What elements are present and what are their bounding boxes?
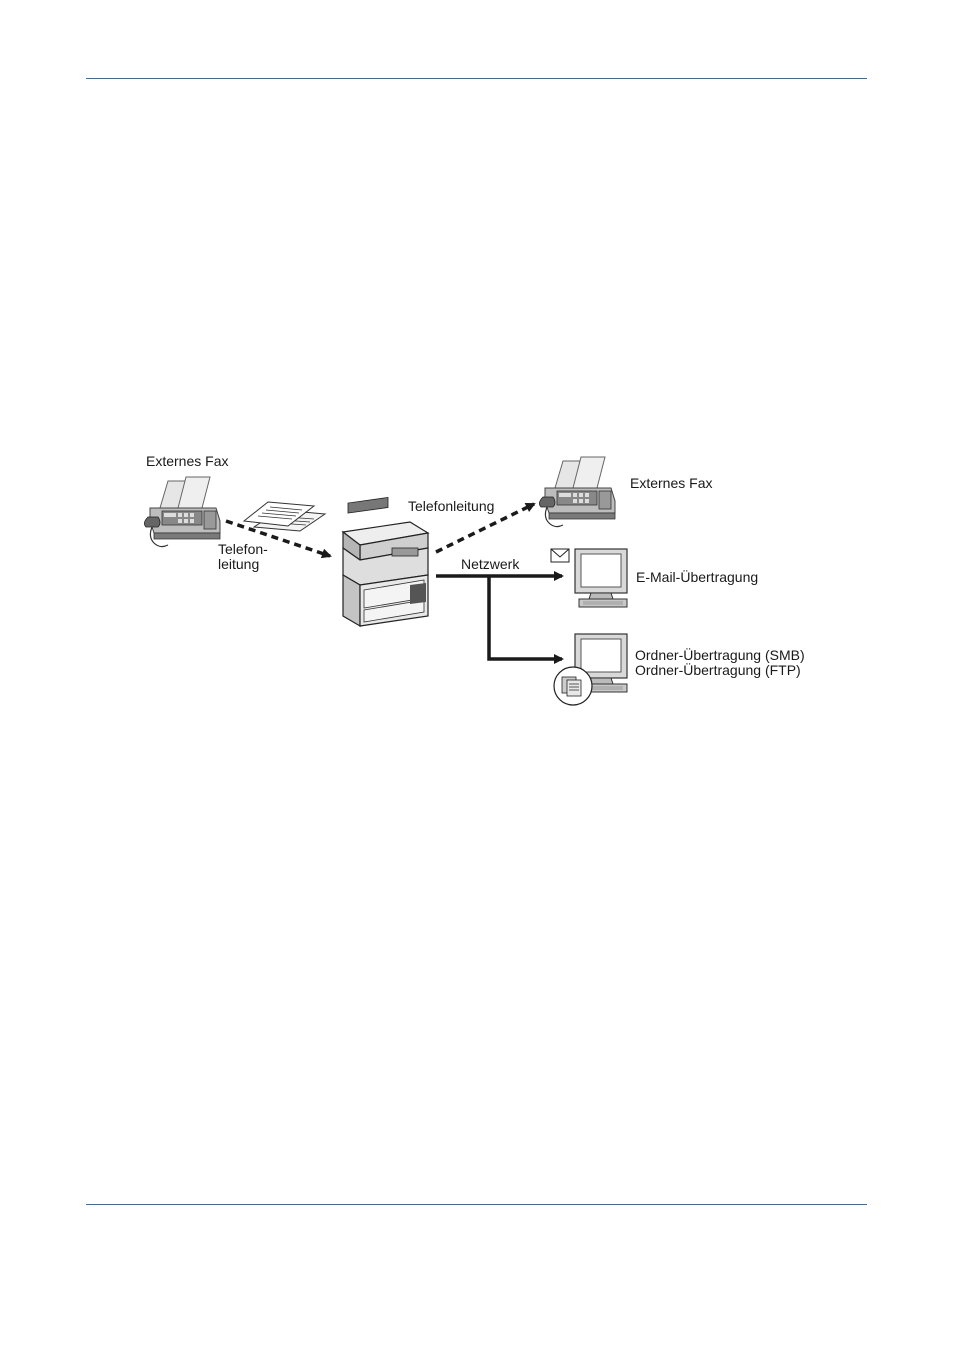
network-label: Netzwerk — [461, 556, 520, 572]
dest-fax-icon — [538, 456, 616, 528]
mfp-printer-icon — [341, 497, 430, 628]
network-connector — [436, 571, 564, 664]
documents-icon — [242, 501, 327, 532]
folder-icon — [553, 666, 593, 706]
ftp-label: Ordner-Übertragung (FTP) — [635, 661, 801, 678]
phone-line-label-line1: Telefon- — [218, 541, 268, 557]
header-rule — [86, 78, 867, 79]
phone-line-in-arrow — [225, 519, 332, 559]
smb-label: Ordner-Übertragung (SMB) — [635, 646, 805, 663]
source-fax-label: Externes Fax — [146, 453, 228, 469]
email-computer-icon — [574, 548, 628, 608]
dest-fax-label: Externes Fax — [630, 475, 712, 491]
envelope-icon — [550, 548, 570, 563]
phone-line-out-arrow — [435, 502, 536, 554]
footer-rule — [86, 1204, 867, 1205]
phone-line-out-label: Telefonleitung — [408, 498, 494, 514]
email-label: E-Mail-Übertragung — [636, 568, 758, 585]
source-fax-icon — [143, 476, 221, 548]
phone-line-label-line2: leitung — [218, 556, 259, 572]
